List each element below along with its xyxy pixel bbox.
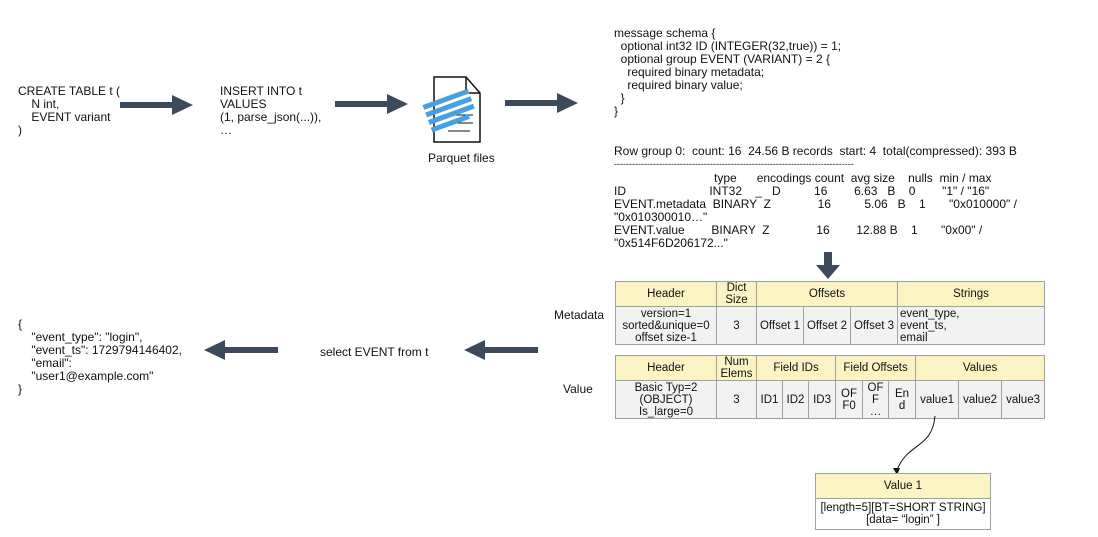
cell: value2 xyxy=(958,380,1003,419)
row-group-row: "0x514F6D206172..." xyxy=(614,236,728,250)
arrow-right-icon xyxy=(505,93,578,113)
cell: Basic Typ=2 (OBJECT) Is_large=0 xyxy=(615,380,717,419)
header-cell: Header xyxy=(615,355,717,381)
value1-box: Value 1 [length=5][BT=SHORT STRING] [dat… xyxy=(815,473,991,530)
insert-sql: INSERT INTO t VALUES (1, parse_json(...)… xyxy=(220,84,322,137)
row-group-title: Row group 0: count: 16 24.56 B records s… xyxy=(614,144,1017,158)
header-cell: Num Elems xyxy=(716,355,757,381)
select-sql: select EVENT from t xyxy=(320,345,429,359)
value1-title: Value 1 xyxy=(815,473,991,499)
cell: Offset 1 xyxy=(756,306,804,345)
arrow-down-icon xyxy=(816,252,840,279)
cell: Offset 2 xyxy=(803,306,851,345)
cell: version=1 sorted&unique=0 offset size-1 xyxy=(615,306,717,345)
row-group-divider: ----------------------------------------… xyxy=(614,159,854,169)
curved-connector-arrow xyxy=(893,415,936,475)
create-table-sql: CREATE TABLE t ( N int, EVENT variant ) xyxy=(18,84,121,137)
cell: ID1 xyxy=(756,380,783,419)
header-cell: Field IDs xyxy=(755,355,837,381)
cell: Offset 3 xyxy=(849,306,899,345)
header-cell: Values xyxy=(915,355,1046,381)
cell: ID2 xyxy=(782,380,809,419)
row-group-row: ID INT32 _ D 16 6.63 B 0 "1" / "16" xyxy=(614,184,990,198)
header-cell: Strings xyxy=(897,281,1046,307)
cell: value1 xyxy=(915,380,960,419)
cell: OF F0 xyxy=(835,380,864,419)
cell: 3 xyxy=(716,306,757,345)
arrow-left-icon xyxy=(464,340,538,360)
parquet-files-label: Parquet files xyxy=(428,151,495,165)
cell: OF F … xyxy=(862,380,890,419)
row-group-row: EVENT.value BINARY Z 16 12.88 B 1 "0x00"… xyxy=(614,223,983,237)
header-cell: Field Offsets xyxy=(835,355,917,381)
json-result: { "event_type": "login", "event_ts": 172… xyxy=(18,317,182,396)
value1-body: [length=5][BT=SHORT STRING] [data= “logi… xyxy=(815,498,991,530)
row-group-row: "0x010300010…" xyxy=(614,210,708,224)
cell: ID3 xyxy=(807,380,837,419)
header-cell: Dict Size xyxy=(716,281,757,307)
cell: En d xyxy=(888,380,917,419)
cell: event_type, event_ts, email xyxy=(897,306,1046,345)
header-cell: Offsets xyxy=(755,281,899,307)
header-cell: Header xyxy=(615,281,717,307)
arrow-right-icon xyxy=(120,95,193,115)
parquet-file-icon xyxy=(422,76,481,143)
row-group-row: EVENT.metadata BINARY Z 16 5.06 B 1 "0x0… xyxy=(614,197,1017,211)
row-group-header: type encodings count avg size nulls min … xyxy=(614,171,992,185)
cell: 3 xyxy=(716,380,757,419)
value-label: Value xyxy=(563,382,593,396)
metadata-label: Metadata xyxy=(554,308,605,322)
arrow-left-icon xyxy=(204,340,278,360)
arrow-right-icon xyxy=(335,94,408,114)
parquet-schema: message schema { optional int32 ID (INTE… xyxy=(614,26,842,118)
cell: value3 xyxy=(1001,380,1046,419)
